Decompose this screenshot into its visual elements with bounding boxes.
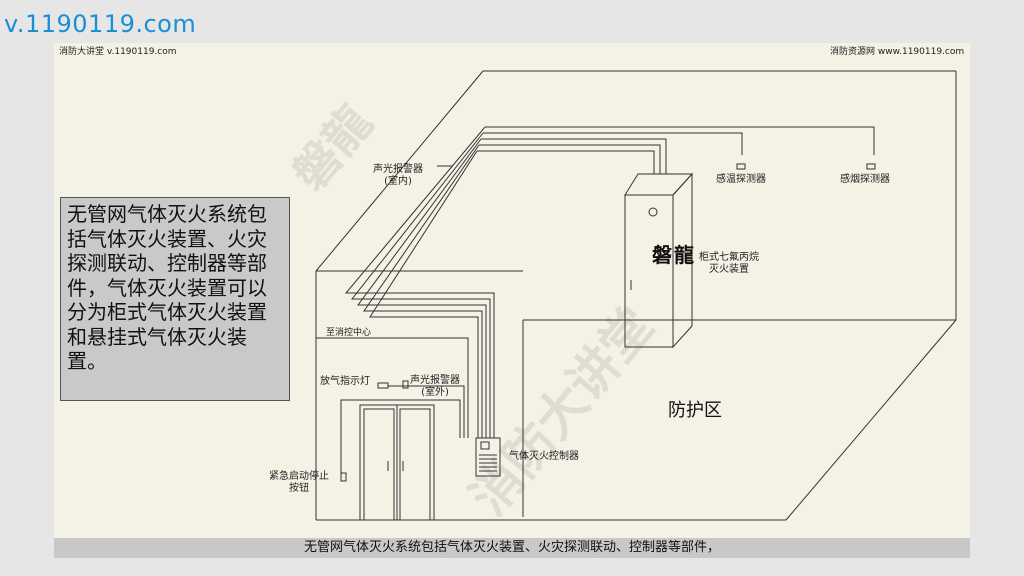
label-protection-zone: 防护区 [668,400,722,422]
caption-bar: 无管网气体灭火系统包括气体灭火装置、火灾探测联动、控制器等部件， [54,538,970,558]
header-left-text: 消防大讲堂 v.1190119.com [59,46,177,58]
description-box: 无管网气体灭火系统包括气体灭火装置、火灾探测联动、控制器等部件，气体灭火装置可以… [60,197,290,401]
label-release-light: 放气指示灯 [320,376,370,388]
label-alarm-outdoor: 声光报警器 (室外) [410,375,460,399]
label-alarm-indoor: 声光报警器 (室内) [373,164,423,188]
label-emergency-button: 紧急启动停止 按钮 [269,471,329,495]
diagram-slide: 磐龍 消防大讲堂 [54,43,970,538]
label-smoke-detector: 感烟探测器 [840,174,890,186]
site-url[interactable]: v.1190119.com [4,10,196,38]
label-controller: 气体灭火控制器 [509,451,579,463]
label-temp-detector: 感温探测器 [716,174,766,186]
cabinet-logo: 磐龍 [652,239,696,268]
header-right-text: 消防资源网 www.1190119.com [830,46,964,58]
label-to-control-center: 至消控中心 [326,327,371,339]
label-cabinet: 柜式七氟丙烷 灭火装置 [699,252,759,276]
